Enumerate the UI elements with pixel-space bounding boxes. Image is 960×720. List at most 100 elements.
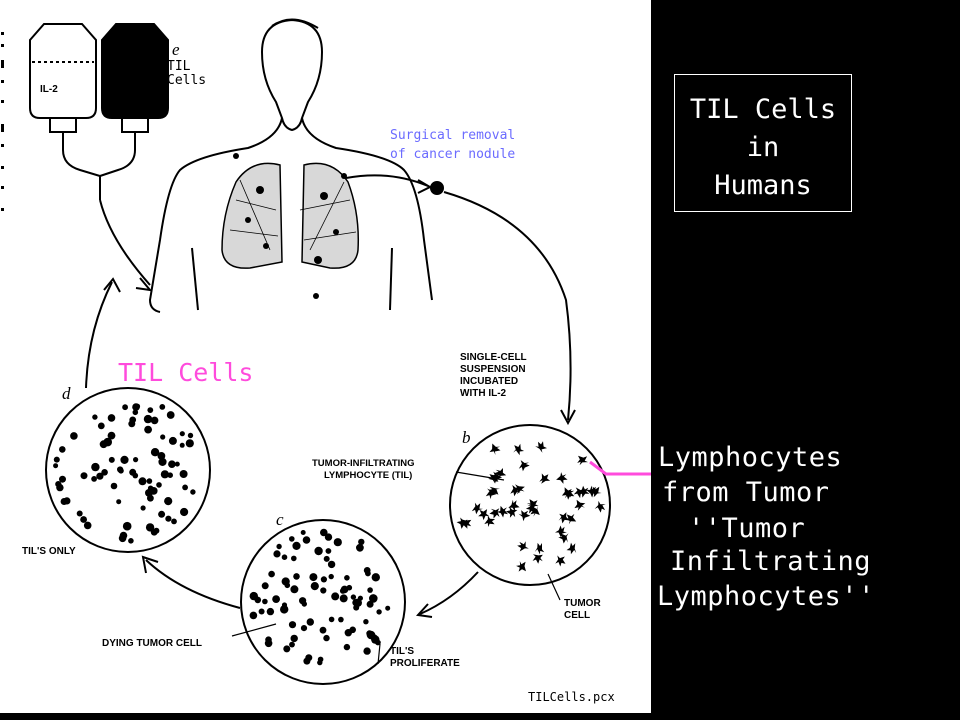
cell-dot [80, 516, 87, 523]
cell-dot [496, 505, 508, 518]
cell-dot [171, 518, 177, 525]
cell-dot [138, 477, 147, 486]
cell-dot [490, 471, 503, 483]
cell-dot [471, 502, 483, 515]
cell-dot [371, 573, 380, 582]
cell-dot [577, 455, 588, 466]
cell-dot [132, 472, 139, 479]
cell-dot [306, 618, 314, 626]
cell-dot [478, 509, 490, 521]
cell-dot [118, 534, 127, 543]
cell-dot [91, 476, 97, 482]
cell-dot [350, 594, 357, 600]
left-edge-marks [1, 32, 4, 211]
cell-dot [456, 517, 468, 529]
cell-dot [289, 641, 295, 648]
cell-dot [160, 434, 166, 440]
cell-dot [273, 550, 281, 558]
cell-dot [60, 498, 68, 505]
cell-dot [460, 519, 472, 529]
cell-dot [53, 463, 59, 469]
cell-dot [328, 573, 334, 580]
til-cells-pink-label: TIL Cells [118, 358, 254, 387]
cell-dot [320, 576, 327, 583]
cell-dot [489, 443, 501, 455]
cell-dot [55, 481, 62, 488]
cell-dot [376, 609, 382, 615]
cell-dot [508, 499, 520, 512]
cell-dot [158, 457, 167, 466]
cell-dot [150, 416, 159, 425]
cell-dot [300, 625, 308, 632]
cell-dot [300, 530, 306, 535]
cell-dot [132, 409, 139, 416]
cell-dot [166, 411, 175, 419]
cell-dot [291, 555, 297, 562]
arrow-to-b [443, 191, 576, 426]
cell-dot [489, 508, 500, 519]
cell-dot [96, 472, 104, 480]
cell-dot [339, 594, 348, 603]
stage-letter-c: c [276, 510, 284, 529]
cell-dot [284, 582, 291, 589]
cell-dot [363, 619, 369, 625]
tumor-cell-line2: CELL [564, 610, 591, 621]
cell-dot [594, 500, 606, 513]
cell-dot [578, 485, 590, 498]
cell-dot [589, 486, 602, 498]
cell-dot [129, 416, 137, 424]
cell-dot [160, 470, 169, 479]
cell-dot [344, 575, 350, 581]
side-label-line1: Lymphocytes [658, 442, 843, 473]
title-line2: in [746, 132, 780, 163]
til-label-line1: TUMOR-INFILTRATING [312, 458, 415, 469]
cell-dot [526, 499, 539, 510]
cell-dot [344, 629, 352, 637]
cell-dot [323, 555, 330, 562]
cell-dot [343, 643, 351, 651]
til-cycle-illustration [1, 18, 651, 685]
cell-dot [367, 587, 373, 593]
cell-dot [110, 482, 118, 490]
side-label-line4: Infiltrating [670, 546, 872, 577]
cell-dot [309, 573, 318, 582]
bag-cells-line2: Cells [167, 73, 207, 88]
cell-dot [281, 554, 288, 560]
cell-dot [539, 473, 551, 484]
cell-dot [59, 475, 66, 483]
cell-dot [122, 404, 128, 411]
diagram-panel: IL-2 e TIL Cells Surgical removal of can… [0, 0, 651, 713]
cell-dot [561, 487, 572, 499]
cell-dot [97, 422, 105, 430]
cell-dot [320, 587, 327, 594]
cell-dot [555, 525, 567, 538]
cell-dot [120, 455, 129, 464]
cell-dot [301, 601, 307, 607]
cell-dot [485, 488, 497, 500]
surgical-line2: of cancer nodule [390, 147, 516, 162]
cell-dot [356, 543, 364, 552]
arrow-to-body [85, 277, 121, 389]
cell-dot [108, 456, 115, 463]
cell-dot [331, 592, 340, 601]
cell-dot [179, 431, 185, 437]
cell-dot [534, 542, 545, 555]
tumor-cell-line1: TUMOR [564, 598, 601, 609]
cell-dot [258, 608, 265, 615]
cell-dot [558, 533, 569, 544]
cell-dot [168, 436, 177, 445]
tumor-nodules [233, 153, 347, 299]
side-label-line3: ''Tumor [688, 513, 806, 544]
filename-label: TILCells.pcx [528, 690, 615, 704]
cell-dot [517, 541, 529, 552]
human-figure [148, 18, 433, 313]
cell-dot [150, 448, 160, 457]
title-box: TIL Cells in Humans [674, 74, 852, 212]
cell-dot [145, 489, 153, 497]
cell-dot [266, 607, 275, 616]
cell-dot [564, 513, 577, 525]
cell-dot [366, 600, 374, 608]
iv-bags [29, 23, 169, 292]
cell-dot [290, 634, 298, 643]
cell-dot [310, 582, 319, 591]
